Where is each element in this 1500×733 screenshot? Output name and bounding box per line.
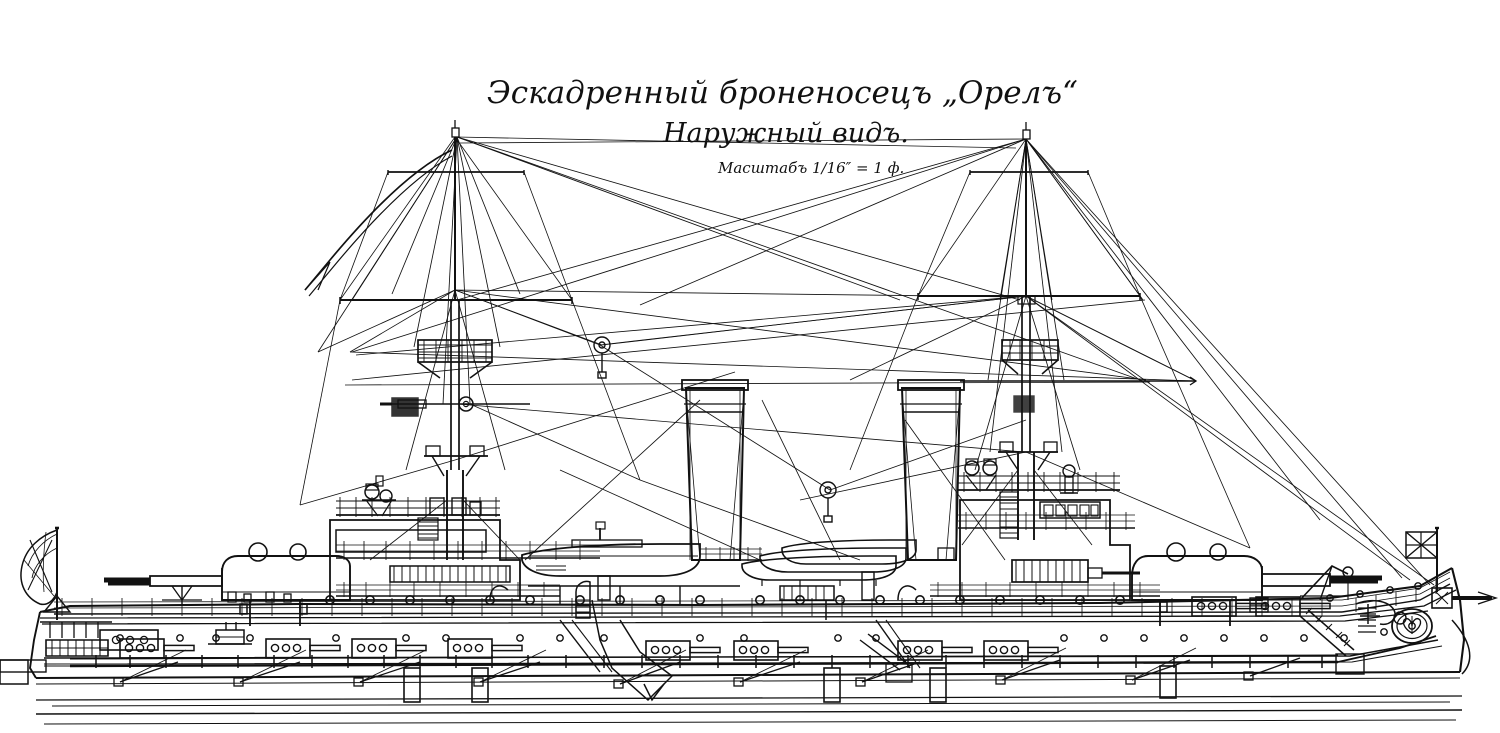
bow-torpedo-tube (1431, 587, 1499, 609)
davits (489, 585, 917, 601)
anchor-crane (1299, 565, 1354, 601)
aft-deckhouse-louvers (389, 565, 511, 583)
bow-detail (1337, 587, 1499, 663)
steam-launch (521, 521, 701, 577)
funnels (681, 379, 965, 561)
capstan (1249, 597, 1269, 613)
conning-tower (1011, 559, 1140, 583)
deck-fittings (208, 565, 1407, 645)
drawing-title-line1: Эскадренный броненосецъ „Орелъ“ (487, 75, 1078, 111)
aft-bridge-rail (336, 497, 500, 517)
aft-superstructure (329, 475, 600, 601)
stern-ensign (20, 526, 72, 620)
gangways-and-booms (559, 607, 1365, 683)
aft-deck-winch (208, 622, 252, 645)
aft-accommodation-ladder (859, 633, 913, 683)
bow-jack-flag (1405, 526, 1439, 592)
foremast (917, 122, 1198, 540)
bow-crest-medallion (1391, 608, 1433, 644)
foremast-searchlight-platform (998, 441, 1058, 471)
drawing-title-line2: Наружный видъ. (662, 118, 909, 149)
cutters (741, 539, 917, 586)
fwd-searchlights (964, 458, 998, 491)
aft-lower-rail (336, 582, 560, 597)
secondary-rigging (299, 136, 1251, 549)
foremast-boom-fitting (1013, 395, 1035, 413)
mainmast-boom-fitting (380, 397, 419, 417)
bridge-deck-rail (958, 512, 1135, 530)
mainmast-searchlight-platform (424, 445, 488, 477)
hull (29, 567, 1471, 725)
ventilator-cowls (575, 571, 875, 620)
mainmast (304, 120, 573, 560)
title-block: Эскадренный броненосецъ „Орелъ“ Наружный… (487, 75, 1078, 177)
boat-deck-rail (700, 547, 762, 561)
forward-superstructure (930, 458, 1160, 601)
forward-main-turret (1131, 542, 1382, 626)
accommodation-ladder (1299, 607, 1365, 675)
fwd-lower-rail (930, 582, 1160, 597)
fwd-upper-rail (958, 472, 1120, 492)
bollards (239, 601, 1168, 615)
fwd-ladder (999, 491, 1019, 539)
aft-searchlights (362, 475, 396, 517)
funnel-forward (897, 379, 965, 561)
porthole-row-lower (116, 622, 1416, 642)
drawing-scale-note: Масштабъ 1/16″ = 1 ф. (717, 159, 904, 177)
binnacle (1060, 464, 1078, 494)
mainmast-fighting-top (417, 339, 493, 379)
main-deck-rail (53, 571, 1451, 616)
aft-main-turret (104, 542, 351, 626)
gaff-boom (304, 149, 453, 297)
ships-boats (521, 521, 917, 604)
stern-detail (0, 585, 292, 673)
foremast-fighting-top (1001, 339, 1059, 375)
turrets (104, 542, 1382, 626)
aft-mid-deck-rail (336, 541, 600, 560)
rigging-lines (299, 136, 1435, 586)
aft-ladder (417, 517, 439, 541)
bridge-windows (1039, 501, 1101, 519)
